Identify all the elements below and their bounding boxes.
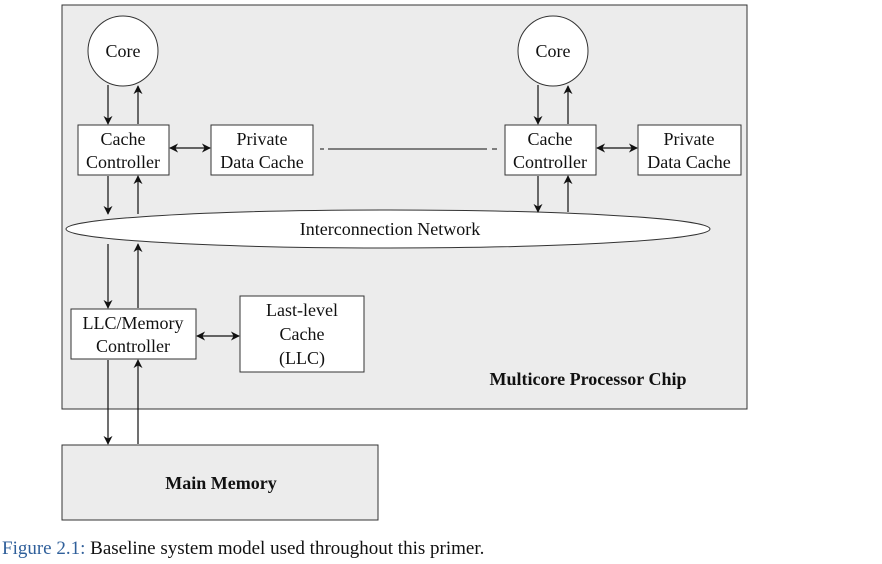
figure-caption-text: Baseline system model used throughout th… — [90, 538, 485, 559]
core-label-left: Core — [106, 41, 141, 61]
core-node-right — [517, 15, 589, 87]
cache-controller-right-line1: Cache — [528, 129, 573, 149]
cache-controller-right-line2: Controller — [513, 152, 587, 172]
interconnection-network — [65, 209, 711, 249]
private-data-cache-right-line1: Private — [664, 129, 715, 149]
core-group-left: Core Cache Controller Private Data Cache — [77, 15, 314, 176]
private-data-cache-left-line1: Private — [237, 129, 288, 149]
core-node-left — [87, 15, 159, 87]
llc-memory-controller-line1: LLC/Memory — [83, 313, 184, 333]
private-data-cache-left — [210, 124, 314, 176]
main-memory-label: Main Memory — [165, 473, 276, 493]
cache-controller-right — [504, 124, 597, 176]
last-level-cache-line1: Last-level — [266, 300, 338, 320]
chip-label: Multicore Processor Chip — [490, 369, 687, 389]
system-model-diagram: Multicore Processor Chip Core Cache Cont… — [61, 4, 748, 521]
main-memory-box — [61, 444, 379, 521]
cache-controller-left — [77, 124, 170, 176]
private-data-cache-right — [637, 124, 742, 176]
private-data-cache-left-line2: Data Cache — [220, 152, 303, 172]
interconnection-network-label: Interconnection Network — [300, 219, 480, 239]
figure-caption: Figure 2.1: Baseline system model used t… — [2, 538, 484, 560]
llc-memory-controller — [70, 308, 197, 360]
core-label-right: Core — [536, 41, 571, 61]
last-level-cache-line2: Cache — [280, 324, 325, 344]
last-level-cache — [239, 295, 365, 373]
private-data-cache-right-line2: Data Cache — [647, 152, 730, 172]
cache-controller-left-line1: Cache — [101, 129, 146, 149]
figure-number: Figure 2.1: — [2, 538, 86, 559]
last-level-cache-line3: (LLC) — [279, 348, 325, 369]
core-group-right: Core Cache Controller Private Data Cache — [504, 15, 742, 176]
llc-memory-controller-line2: Controller — [96, 336, 170, 356]
cache-controller-left-line2: Controller — [86, 152, 160, 172]
